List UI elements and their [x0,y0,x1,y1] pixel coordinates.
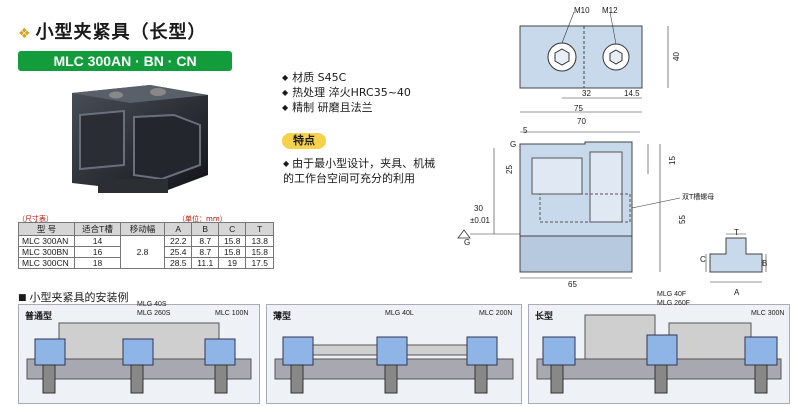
cell-c: 19 [217,257,247,269]
dim-40: 40 [671,52,681,61]
install-long-drawing [536,314,782,394]
front-view-drawing [457,131,681,279]
size-table: 型 号 适合T槽 移动幅 A B C T MLC 300AN 14 2.8 22… [18,222,274,269]
dim-5: 5 [523,126,528,135]
dim-m10: M10 [574,6,590,15]
cell-t: 15.8 [245,246,274,258]
cell-model: MLC 300BN [18,246,75,258]
product-image [72,85,208,193]
label-mlg40l: MLG 40L [385,310,414,317]
cell-slot: 16 [74,246,121,258]
unit-label: （单位：mm） [178,215,227,223]
spec-list: 材质 S45C 热处理 淬火HRC35~40 精制 研磨且法兰 [282,70,411,115]
col-model: 型 号 [18,222,75,236]
t-nut-label: 双T槽螺母 [682,193,715,201]
dim-t: T [734,228,739,237]
col-a: A [163,222,193,236]
table-row: MLC 300BN 16 25.4 8.7 15.8 15.8 [18,246,274,258]
dim-c: C [700,255,706,264]
col-slot: 适合T槽 [74,222,121,236]
install-panel-thin: 薄型 MLG 40L MLC 200N [266,304,522,404]
size-table-label: （尺寸表） [18,215,53,223]
dim-a: A [734,288,740,297]
datum-g-label: G [464,238,471,247]
cell-model: MLC 300CN [18,257,75,269]
cell-model: MLC 300AN [18,235,75,247]
cell-c: 15.8 [217,235,247,247]
col-move: 移动幅 [120,222,165,236]
dim-25: 25 [504,165,514,174]
table-header-row: 型 号 适合T槽 移动幅 A B C T [18,222,274,236]
t-nut-drawing [705,233,767,283]
dim-70: 70 [577,117,586,126]
install-panel-long: 长型 MLG 40F MLG 260F MLC 300N [528,291,790,404]
cell-slot: 14 [74,235,121,247]
cell-slot: 18 [74,257,121,269]
col-c: C [217,222,247,236]
diamond-icon: ❖ [18,26,32,42]
cell-t: 17.5 [245,257,274,269]
label-mlc300n: MLC 300N [751,310,785,317]
col-b: B [191,222,219,236]
dim-65: 65 [568,280,577,289]
label-mlg40s: MLG 40S [137,301,167,308]
panel-title: 长型 [535,312,554,322]
cell-a: 28.5 [163,257,193,269]
dim-15: 15 [667,156,677,165]
dim-32: 32 [582,89,591,98]
feature-tag: 特点 [282,133,326,149]
flatness-g-label: G [510,140,517,149]
table-row: MLC 300CN 18 28.5 11.1 19 17.5 [18,257,274,269]
dim-30: 30 [474,204,483,213]
panel-title: 薄型 [273,312,292,322]
page-title: ❖小型夹紧具（长型） [18,22,207,43]
feature-text: 由于最小型设计，夹具、机械的工作台空间可充分的利用 [283,156,443,186]
dim-m12: M12 [602,6,618,15]
spec-finish: 精制 研磨且法兰 [282,100,411,115]
model-banner: MLC 300AN · BN · CN [18,51,232,71]
table-row: MLC 300AN 14 2.8 22.2 8.7 15.8 13.8 [18,235,274,269]
cell-t: 13.8 [245,235,274,247]
col-t: T [245,222,274,236]
cell-b: 8.7 [191,235,219,247]
label-mlc100n: MLC 100N [215,310,249,317]
dim-b: B [762,259,768,268]
cell-a: 25.4 [163,246,193,258]
dim-55: 55 [677,215,687,224]
spec-heat: 热处理 淬火HRC35~40 [282,85,411,100]
install-panel-normal: 普通型 MLG 40S MLG 260S MLC 100N [18,301,260,404]
install-thin-drawing [274,336,514,394]
dim-tolerance: ±0.01 [470,216,490,225]
dim-14-5: 14.5 [624,89,640,98]
cell-b: 11.1 [191,257,219,269]
spec-material: 材质 S45C [282,70,411,85]
dim-75: 75 [574,104,583,113]
cell-move: 2.8 [120,235,165,269]
top-view-drawing [519,11,669,113]
install-normal-drawing [26,322,252,394]
cell-b: 8.7 [191,246,219,258]
label-mlc200n: MLC 200N [479,310,513,317]
install-title: 小型夹紧具的安装例 [18,289,129,305]
label-mlg260f: MLG 260F [657,300,691,307]
cell-a: 22.2 [163,235,193,247]
label-mlg260s: MLG 260S [137,310,171,317]
label-mlg40f: MLG 40F [657,291,687,298]
panel-title: 普通型 [25,312,53,322]
cell-c: 15.8 [217,246,247,258]
